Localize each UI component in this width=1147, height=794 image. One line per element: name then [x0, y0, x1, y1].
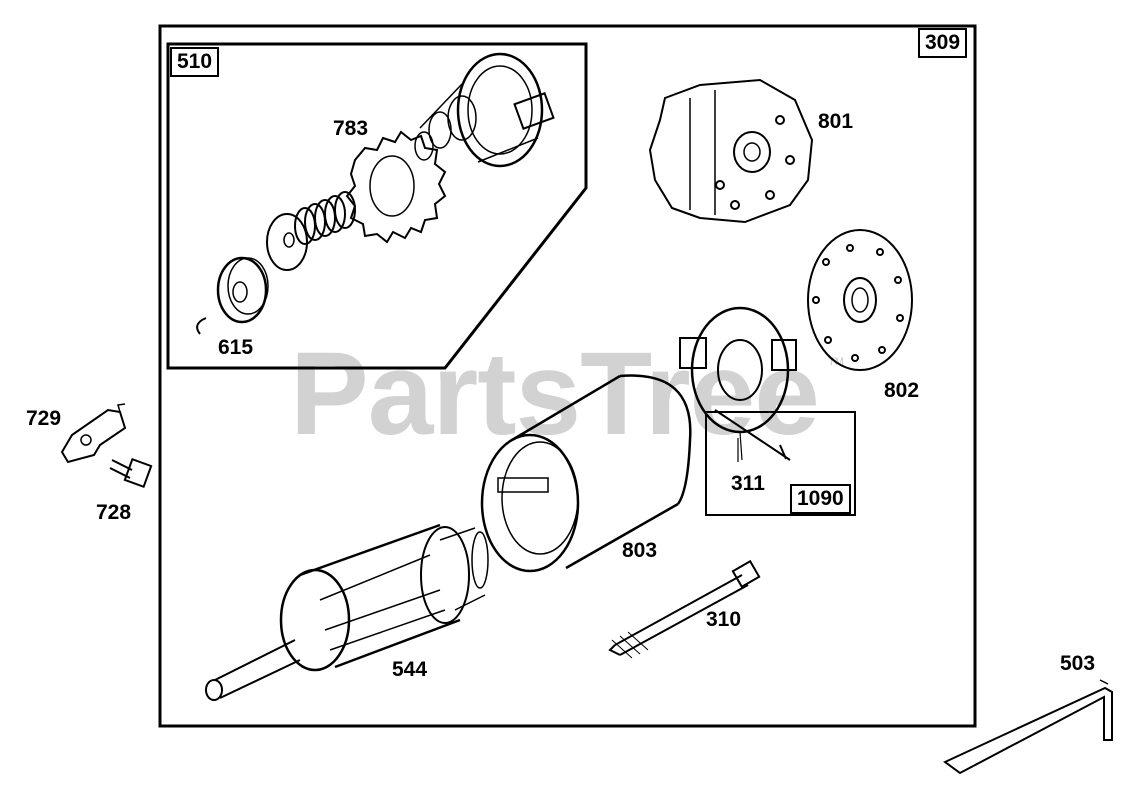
- label-544: 544: [392, 658, 428, 681]
- label-310: 310: [706, 608, 742, 631]
- label-783: 783: [333, 117, 369, 140]
- label-510: 510: [170, 47, 220, 77]
- label-801: 801: [818, 110, 854, 133]
- armature-drawing: [205, 523, 489, 701]
- frame-510: [166, 42, 588, 370]
- label-729: 729: [26, 407, 62, 430]
- mounting-plate-drawing: [648, 78, 814, 224]
- bracket-729-drawing: [60, 403, 127, 464]
- spring-drawing: [294, 191, 356, 245]
- end-cap-drawing: [807, 229, 913, 371]
- label-1090: 1090: [790, 484, 851, 514]
- washer-drawing: [266, 213, 308, 271]
- label-503: 503: [1060, 652, 1096, 675]
- retaining-ring-drawing: [196, 317, 207, 335]
- drive-hub-drawing: [414, 52, 555, 168]
- label-309: 309: [918, 28, 968, 58]
- label-311: 311: [731, 472, 765, 495]
- brush-holder-drawing: [679, 306, 797, 461]
- frame-309: [158, 24, 977, 728]
- watermark-text: PartsTree: [290, 328, 820, 460]
- label-803: 803: [622, 539, 658, 562]
- screw-728-drawing: [109, 457, 153, 489]
- label-615: 615: [218, 336, 254, 359]
- through-bolt-drawing: [608, 559, 761, 659]
- pinion-gear-drawing: [345, 130, 447, 244]
- collar-drawing: [216, 256, 269, 324]
- label-802: 802: [884, 379, 920, 402]
- strap-503-drawing: [943, 679, 1113, 775]
- label-728: 728: [96, 501, 132, 524]
- frame-1090: [705, 411, 856, 516]
- motor-housing-drawing: [480, 374, 692, 573]
